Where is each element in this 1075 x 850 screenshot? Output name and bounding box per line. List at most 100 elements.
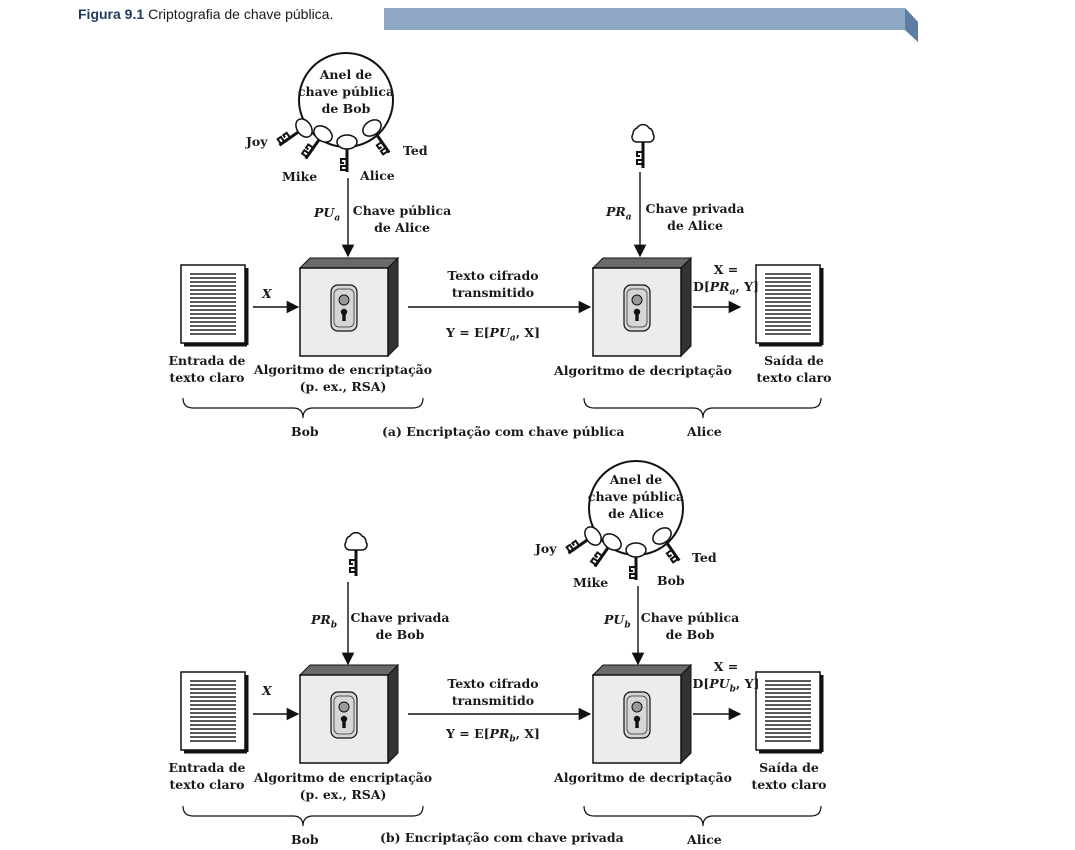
key-symbol: PU bbox=[604, 612, 625, 627]
panel-a bbox=[179, 52, 824, 419]
keyring-label-line1: Anel de bbox=[609, 472, 663, 487]
right-party-label: Alice bbox=[687, 832, 722, 847]
key-desc-line2: de Bob bbox=[375, 626, 425, 642]
key-label-ted: Ted bbox=[403, 143, 428, 158]
key-subscript: b bbox=[330, 620, 338, 631]
transmitted-ciphertext-label: Texto cifrado transmitido bbox=[433, 676, 553, 710]
keyring-label-line3: de Bob bbox=[321, 100, 371, 116]
alice-key-icon bbox=[335, 133, 359, 174]
private-key-symbol: PRa bbox=[606, 204, 632, 224]
encryption-box-icon bbox=[299, 664, 399, 764]
private-key-symbol: PRb bbox=[311, 612, 337, 632]
public-key-symbol: PUb bbox=[604, 612, 631, 632]
eq-subscript: a bbox=[509, 333, 516, 344]
key-desc-line2: de Bob bbox=[665, 626, 715, 642]
enc-label-line2: (p. ex., RSA) bbox=[299, 378, 387, 394]
transit-line1: Texto cifrado bbox=[447, 268, 539, 283]
key-desc-line1: Chave pública bbox=[640, 610, 740, 625]
key-label-alice: Alice bbox=[360, 168, 395, 183]
key-label-mike: Mike bbox=[573, 575, 609, 590]
keyring-label-line2: chave pública bbox=[587, 488, 685, 504]
output-eq-line1: X = bbox=[713, 262, 739, 277]
input-label-line2: texto claro bbox=[169, 776, 245, 792]
output-equation: X = D[PRa, Y] bbox=[690, 262, 762, 299]
enc-label-line1: Algoritmo de encriptação bbox=[253, 362, 433, 377]
key-subscript: b bbox=[624, 620, 631, 631]
public-key-symbol: PUa bbox=[314, 205, 340, 225]
keyring-label-line1: Anel de bbox=[319, 67, 373, 82]
eq-key: PU bbox=[489, 325, 510, 340]
input-variable: X bbox=[262, 683, 272, 698]
decryption-box-icon bbox=[592, 664, 692, 764]
decryption-box-icon bbox=[592, 257, 692, 357]
encryption-box-icon bbox=[299, 257, 399, 357]
private-key-description: Chave privada de Bob bbox=[350, 610, 450, 644]
input-label-line2: texto claro bbox=[169, 369, 245, 385]
eq-prefix: Y = E[ bbox=[446, 726, 490, 741]
private-key-description: Chave privada de Alice bbox=[645, 201, 745, 235]
plaintext-output-doc-icon bbox=[754, 670, 824, 754]
output-label-line1: Saída de bbox=[764, 353, 824, 368]
eq-prefix: D[ bbox=[693, 278, 710, 294]
figure-title: Criptografia de chave pública. bbox=[148, 6, 334, 22]
input-label-line1: Entrada de bbox=[168, 353, 246, 368]
decryption-algorithm-label: Algoritmo de decriptação bbox=[554, 770, 732, 785]
transit-line2: transmitido bbox=[451, 284, 535, 300]
key-label-joy: Joy bbox=[246, 134, 268, 149]
panel-caption: (b) Encriptação com chave privada bbox=[380, 830, 624, 845]
eq-prefix: D[ bbox=[692, 675, 710, 691]
output-label-line2: texto claro bbox=[751, 776, 827, 792]
input-label: Entrada de texto claro bbox=[163, 353, 251, 387]
input-label: Entrada de texto claro bbox=[163, 760, 251, 794]
keyring-label: Anel de chave pública de Bob bbox=[296, 67, 396, 118]
ciphertext-equation: Y = E[PRb, X] bbox=[446, 726, 540, 746]
public-key-description: Chave pública de Alice bbox=[352, 203, 452, 237]
bob-key-icon bbox=[624, 541, 648, 582]
bob-brace bbox=[182, 397, 424, 419]
output-equation: X = D[PUb, Y] bbox=[690, 659, 762, 696]
eq-suffix: , X] bbox=[515, 325, 541, 340]
key-desc-line2: de Alice bbox=[374, 219, 430, 235]
header-accent-bar-fold bbox=[905, 8, 918, 42]
eq-suffix: , X] bbox=[515, 726, 540, 741]
key-symbol: PR bbox=[311, 612, 331, 627]
eq-key: PR bbox=[709, 278, 730, 294]
panel-b bbox=[179, 460, 824, 827]
left-party-label: Bob bbox=[291, 832, 319, 847]
keyring-label-line2: chave pública bbox=[297, 83, 395, 99]
key-symbol: PR bbox=[606, 204, 626, 219]
public-key-description: Chave pública de Bob bbox=[640, 610, 740, 644]
output-eq-line1: X = bbox=[713, 659, 739, 674]
key-desc-line1: Chave pública bbox=[352, 203, 452, 218]
output-label: Saída de texto claro bbox=[750, 353, 838, 387]
plaintext-input-doc-icon bbox=[179, 670, 249, 754]
keyring-label: Anel de chave pública de Alice bbox=[586, 472, 686, 523]
output-label-line2: texto claro bbox=[756, 369, 832, 385]
eq-subscript: a bbox=[729, 287, 736, 298]
input-label-line1: Entrada de bbox=[168, 760, 246, 775]
encryption-algorithm-label: Algoritmo de encriptação (p. ex., RSA) bbox=[253, 362, 433, 396]
plaintext-output-doc-icon bbox=[754, 263, 824, 347]
key-desc-line1: Chave privada bbox=[645, 201, 745, 216]
eq-subscript: b bbox=[729, 684, 736, 695]
enc-label-line2: (p. ex., RSA) bbox=[299, 786, 387, 802]
eq-suffix: , Y] bbox=[735, 278, 759, 294]
key-subscript: a bbox=[334, 213, 341, 224]
private-key-icon bbox=[343, 531, 369, 578]
enc-label-line1: Algoritmo de encriptação bbox=[253, 770, 433, 785]
ciphertext-equation: Y = E[PUa, X] bbox=[446, 325, 540, 345]
output-label: Saída de texto claro bbox=[745, 760, 833, 794]
panel-caption: (a) Encriptação com chave pública bbox=[382, 424, 625, 439]
bob-brace bbox=[182, 805, 424, 827]
alice-brace bbox=[583, 397, 822, 419]
eq-prefix: Y = E[ bbox=[446, 325, 490, 340]
plaintext-input-doc-icon bbox=[179, 263, 249, 347]
eq-key: PU bbox=[709, 675, 730, 691]
key-symbol: PU bbox=[314, 205, 335, 220]
transmitted-ciphertext-label: Texto cifrado transmitido bbox=[433, 268, 553, 302]
keyring-label-line3: de Alice bbox=[608, 505, 664, 521]
transit-line1: Texto cifrado bbox=[447, 676, 539, 691]
eq-key: PR bbox=[489, 726, 510, 741]
